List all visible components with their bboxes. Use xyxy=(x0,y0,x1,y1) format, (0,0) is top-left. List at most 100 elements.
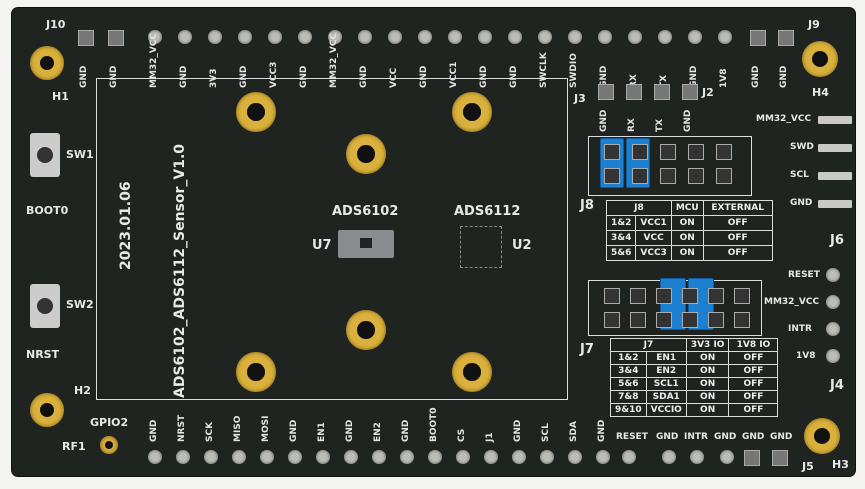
header-pin[interactable] xyxy=(778,30,794,46)
header-pin[interactable] xyxy=(540,450,554,464)
j8-pin[interactable] xyxy=(660,168,676,184)
header-pin[interactable] xyxy=(568,30,582,44)
j8-pin[interactable] xyxy=(604,168,620,184)
header-pin[interactable] xyxy=(388,30,402,44)
boot0-button[interactable] xyxy=(30,133,60,177)
header-pin[interactable] xyxy=(662,450,676,464)
j8-pin[interactable] xyxy=(688,144,704,160)
header-pin[interactable] xyxy=(568,450,582,464)
j2-pin[interactable] xyxy=(598,84,614,100)
header-pin[interactable] xyxy=(628,30,642,44)
header-pin[interactable] xyxy=(512,450,526,464)
header-pin[interactable] xyxy=(720,450,734,464)
header-pin[interactable] xyxy=(690,450,704,464)
header-pin[interactable] xyxy=(260,450,274,464)
header-pin[interactable] xyxy=(478,30,492,44)
j8-pin[interactable] xyxy=(688,168,704,184)
header-pin[interactable] xyxy=(268,30,282,44)
j2-pin[interactable] xyxy=(682,84,698,100)
header-pin[interactable] xyxy=(538,30,552,44)
j7-pin[interactable] xyxy=(682,288,698,304)
table-cell: 5&6 xyxy=(610,377,647,391)
j4-pin[interactable] xyxy=(826,268,840,282)
header-pin[interactable] xyxy=(622,450,636,464)
j2-pin[interactable] xyxy=(654,84,670,100)
table-cell: 1&2 xyxy=(610,351,647,365)
header-pin[interactable] xyxy=(508,30,522,44)
j7-pin[interactable] xyxy=(708,288,724,304)
table-cell: EN1 xyxy=(645,351,687,365)
j7-pin[interactable] xyxy=(630,312,646,328)
header-pin[interactable] xyxy=(372,450,386,464)
header-pin[interactable] xyxy=(288,450,302,464)
j7-pin[interactable] xyxy=(656,312,672,328)
header-pin[interactable] xyxy=(358,30,372,44)
rf-antenna-connector[interactable] xyxy=(100,436,118,454)
j6-pin[interactable] xyxy=(818,172,852,180)
j7-pin[interactable] xyxy=(604,288,620,304)
j2-pin[interactable] xyxy=(626,84,642,100)
j4-label: INTR xyxy=(788,324,812,334)
j5-pin[interactable] xyxy=(744,450,760,466)
header-pin[interactable] xyxy=(688,30,702,44)
header-pin[interactable] xyxy=(344,450,358,464)
j8-pin[interactable] xyxy=(604,144,620,160)
header-pin[interactable] xyxy=(484,450,498,464)
j6-label: GND xyxy=(790,198,813,208)
header-pin[interactable] xyxy=(658,30,672,44)
j7-pin[interactable] xyxy=(734,288,750,304)
header-pin[interactable] xyxy=(238,30,252,44)
header-pin[interactable] xyxy=(176,450,190,464)
header-pin[interactable] xyxy=(208,30,222,44)
j6-pin[interactable] xyxy=(818,144,852,152)
header-pin[interactable] xyxy=(750,30,766,46)
j2-label: RX xyxy=(627,118,637,132)
j4-pin[interactable] xyxy=(826,349,840,363)
j7-pin[interactable] xyxy=(682,312,698,328)
j8-pin[interactable] xyxy=(716,144,732,160)
header-pin[interactable] xyxy=(204,450,218,464)
header-pin[interactable] xyxy=(598,30,612,44)
j8-pin[interactable] xyxy=(716,168,732,184)
board-date: 2023.01.06 xyxy=(118,181,134,270)
j4-pin[interactable] xyxy=(826,295,840,309)
j4-pin[interactable] xyxy=(826,322,840,336)
j8-pin[interactable] xyxy=(632,144,648,160)
j6-pin[interactable] xyxy=(818,200,852,208)
header-pin[interactable] xyxy=(448,30,462,44)
header-pin[interactable] xyxy=(78,30,94,46)
header-pin[interactable] xyxy=(316,450,330,464)
j7-pin[interactable] xyxy=(604,312,620,328)
mounting-hole-h2 xyxy=(30,393,64,427)
bottom-header-label: GND xyxy=(289,419,299,442)
j7-pin[interactable] xyxy=(734,312,750,328)
header-pin[interactable] xyxy=(596,450,610,464)
j7-pin[interactable] xyxy=(630,288,646,304)
header-pin[interactable] xyxy=(328,30,342,44)
j7-pin[interactable] xyxy=(656,288,672,304)
header-pin[interactable] xyxy=(108,30,124,46)
board-title: ADS6102_ADS6112_Sensor_V1.0 xyxy=(172,143,188,398)
j8-pin[interactable] xyxy=(632,168,648,184)
j6-pin[interactable] xyxy=(818,116,852,124)
header-pin[interactable] xyxy=(428,450,442,464)
j7-pin[interactable] xyxy=(708,312,724,328)
header-pin[interactable] xyxy=(456,450,470,464)
header-pin[interactable] xyxy=(418,30,432,44)
bottom-header-label: CS xyxy=(457,428,467,442)
j5-pin[interactable] xyxy=(772,450,788,466)
bottom-header-label: GND xyxy=(513,419,523,442)
header-pin[interactable] xyxy=(148,450,162,464)
header-pin[interactable] xyxy=(298,30,312,44)
header-pin[interactable] xyxy=(718,30,732,44)
j8-pin[interactable] xyxy=(660,144,676,160)
header-pin[interactable] xyxy=(400,450,414,464)
gold-pad xyxy=(346,134,386,174)
header-pin[interactable] xyxy=(232,450,246,464)
header-pin[interactable] xyxy=(148,30,162,44)
table-cell: 5&6 xyxy=(605,245,637,261)
nrst-button[interactable] xyxy=(30,284,60,328)
header-pin[interactable] xyxy=(178,30,192,44)
